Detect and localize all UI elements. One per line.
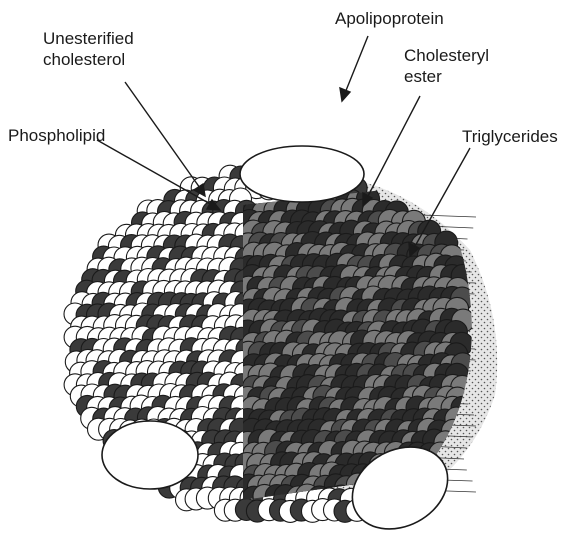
label-cholesteryl-line2: ester	[404, 66, 489, 87]
label-cholesteryl-line1: Cholesteryl	[404, 45, 489, 66]
label-phospholipid: Phospholipid	[8, 125, 105, 146]
label-cholesteryl-ester: Cholesteryl ester	[404, 45, 489, 87]
label-unesterified-cholesterol: Unesterified cholesterol	[43, 28, 134, 70]
arrow-cholesteryl-ester	[363, 96, 420, 206]
label-unesterified-line2: cholesterol	[43, 49, 134, 70]
arrow-apolipoprotein	[340, 36, 368, 101]
apolipoprotein-top	[240, 146, 364, 202]
label-apolipoprotein: Apolipoprotein	[335, 8, 444, 29]
label-triglycerides: Triglycerides	[462, 126, 558, 147]
apolipoprotein-left	[102, 421, 198, 489]
label-unesterified-line1: Unesterified	[43, 28, 134, 49]
